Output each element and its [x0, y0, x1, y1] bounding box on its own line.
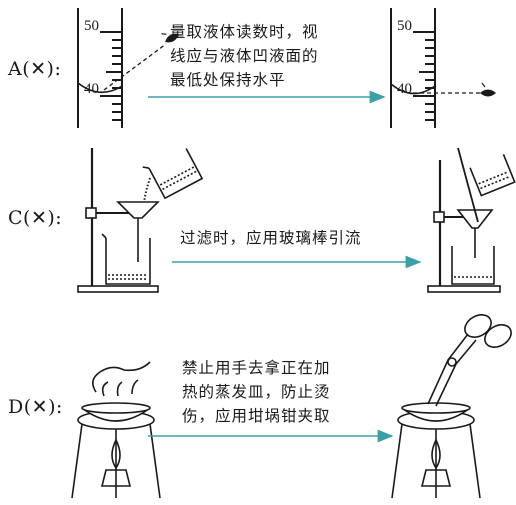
- cylinder-right-bottom-mark: 40: [397, 81, 412, 97]
- note-line: 过滤时，应用玻璃棒引流: [180, 229, 362, 247]
- filtration-correct: [427, 147, 516, 293]
- row-d-label: D(✕):: [8, 396, 63, 418]
- row-d-note: 禁止用手去拿正在加 热的蒸发皿，防止烫 伤，应用坩埚钳夹取: [182, 356, 331, 428]
- note-line: 最低处保持水平: [170, 71, 286, 89]
- row-a-note: 量取液体读数时，视 线应与液体凹液面的 最低处保持水平: [170, 20, 319, 92]
- sight-line-up: [103, 43, 167, 91]
- eye-icon: [480, 82, 496, 97]
- evaporation-correct: [391, 314, 512, 499]
- note-line: 量取液体读数时，视: [170, 23, 319, 41]
- cylinder-right-top-mark: 50: [397, 18, 412, 34]
- filtration-wrong: [77, 148, 204, 293]
- eye-icon: [161, 33, 179, 43]
- evaporation-wrong: [71, 361, 161, 499]
- cylinder-right: [390, 8, 436, 128]
- row-a-label: A(✕):: [8, 58, 62, 80]
- cylinder-left-bottom-mark: 40: [84, 81, 99, 97]
- note-line: 线应与液体凹液面的: [170, 47, 319, 65]
- cylinder-left: [77, 8, 123, 128]
- note-line: 热的蒸发皿，防止烫: [182, 383, 331, 401]
- note-line: 禁止用手去拿正在加: [182, 359, 331, 377]
- row-c-label: C(✕):: [8, 207, 63, 229]
- cylinder-left-top-mark: 50: [84, 18, 99, 34]
- note-line: 伤，应用坩埚钳夹取: [182, 407, 331, 425]
- row-c-note: 过滤时，应用玻璃棒引流: [180, 226, 362, 250]
